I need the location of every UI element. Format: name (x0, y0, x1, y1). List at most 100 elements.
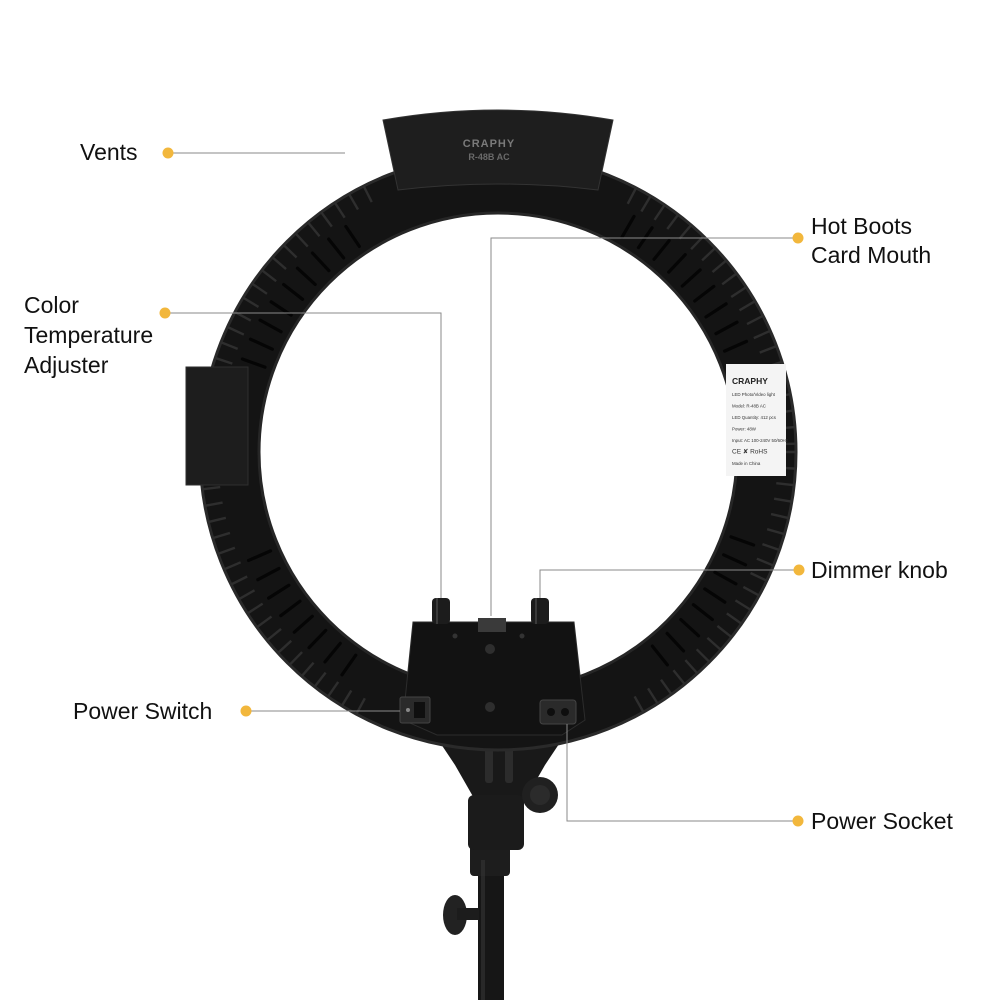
vent-rib (766, 528, 785, 536)
hot-boots-label-line2: Card Mouth (811, 242, 931, 268)
vent-rib (762, 542, 780, 552)
vent-slot (248, 337, 274, 351)
color-temperature-knob[interactable] (432, 598, 450, 624)
vent-rib (307, 221, 321, 238)
spec-label-line: Input: AC 100-240V 50/60Hz (732, 438, 788, 443)
vent-rib (738, 300, 756, 312)
vent-rib (242, 296, 260, 308)
callout-power-switch: Power Switch (73, 698, 252, 724)
callout-dimmer: Dimmer knob (793, 557, 948, 583)
vent-slot (729, 535, 756, 547)
vent-slot (667, 253, 687, 274)
vent-slot (722, 553, 748, 567)
spec-label-line: CE ✘ RoHS (732, 448, 768, 456)
vent-rib (730, 286, 747, 299)
dimmer-knob[interactable] (531, 598, 549, 624)
vent-slots (240, 214, 756, 677)
vent-rib (701, 247, 717, 262)
vent-rib (672, 669, 686, 685)
spec-label-line: LED Quantity: 412 pcs (732, 415, 777, 420)
vent-rib (238, 589, 256, 601)
power-switch[interactable] (399, 696, 431, 724)
power-switch-dot-icon (240, 705, 252, 717)
vent-slot (620, 214, 636, 239)
vent-rib (266, 628, 282, 642)
vent-rib (212, 531, 231, 540)
vent-slot (680, 268, 702, 288)
vent-rib (282, 244, 298, 259)
vent-rib (313, 671, 327, 688)
vent-slot (691, 603, 714, 622)
vent-slot (704, 302, 728, 319)
vent-rib (640, 195, 652, 213)
vent-rib (223, 561, 242, 571)
vent-rib (220, 341, 239, 351)
mount-hole (485, 702, 495, 712)
vent-slot (713, 570, 738, 586)
vent-slot (714, 320, 739, 336)
vent-rib (288, 651, 303, 666)
control-housing (399, 598, 586, 736)
power-socket[interactable] (539, 699, 577, 725)
vent-rib (230, 575, 248, 586)
spec-label-brand: CRAPHY (732, 376, 768, 386)
mount-hole (485, 644, 495, 654)
vent-slot (703, 587, 727, 604)
spec-label-line: LED Photo/Video light (732, 392, 776, 397)
vent-slot (679, 617, 701, 638)
vent-slot (240, 357, 267, 369)
vent-rib (756, 557, 774, 567)
vent-rib (734, 599, 752, 611)
vent-rib (256, 615, 273, 629)
vent-rib (660, 678, 673, 696)
vent-slot (652, 239, 671, 261)
power-socket-label: Power Socket (811, 808, 954, 834)
vent-slot (310, 251, 331, 273)
vent-slot (282, 282, 305, 301)
vents-label: Vents (80, 139, 138, 165)
vent-rib (277, 639, 293, 654)
vent-rib (749, 571, 768, 582)
vent-rib (684, 659, 699, 675)
callout-vents: Vents (80, 139, 174, 165)
color-temp-label-line3: Adjuster (24, 352, 109, 378)
vent-slot (344, 224, 361, 248)
vent-rib (347, 193, 360, 211)
mount-bracket (435, 735, 565, 850)
vent-rib (746, 314, 764, 326)
vent-slot (327, 237, 346, 260)
vent-rib (214, 356, 233, 365)
vent-rib (633, 695, 645, 713)
vent-slot (295, 266, 317, 287)
vent-slot (258, 318, 283, 334)
vents-dot-icon (162, 147, 174, 159)
vent-rib (753, 329, 771, 340)
vent-rib (271, 256, 287, 270)
vent-slot (340, 653, 358, 677)
vent-slot (722, 339, 749, 353)
vent-rib (666, 213, 680, 230)
power-switch-label: Power Switch (73, 698, 212, 724)
vent-rib (204, 501, 223, 507)
vent-rib (261, 269, 277, 283)
vent-rib (716, 624, 733, 639)
leader-lines (165, 152, 798, 822)
vent-slot (323, 641, 342, 664)
hot-shoe-slot[interactable] (478, 618, 506, 632)
vent-rib (773, 497, 793, 503)
vent-rib (653, 204, 666, 221)
vent-rib (217, 546, 236, 556)
callout-color-temperature: Color Temperature Adjuster (24, 292, 171, 378)
vent-slot (650, 644, 669, 667)
spec-label-line: Power: 48W (732, 427, 757, 432)
vent-slot (256, 566, 281, 582)
power-socket-dot-icon (792, 815, 804, 827)
vent-rib (721, 272, 738, 286)
vent-rib (234, 311, 252, 322)
vent-rib (678, 224, 693, 240)
vent-rib (759, 345, 778, 354)
top-model-plate: CRAPHY R-48B AC (382, 109, 614, 191)
vent-rib (333, 201, 346, 219)
